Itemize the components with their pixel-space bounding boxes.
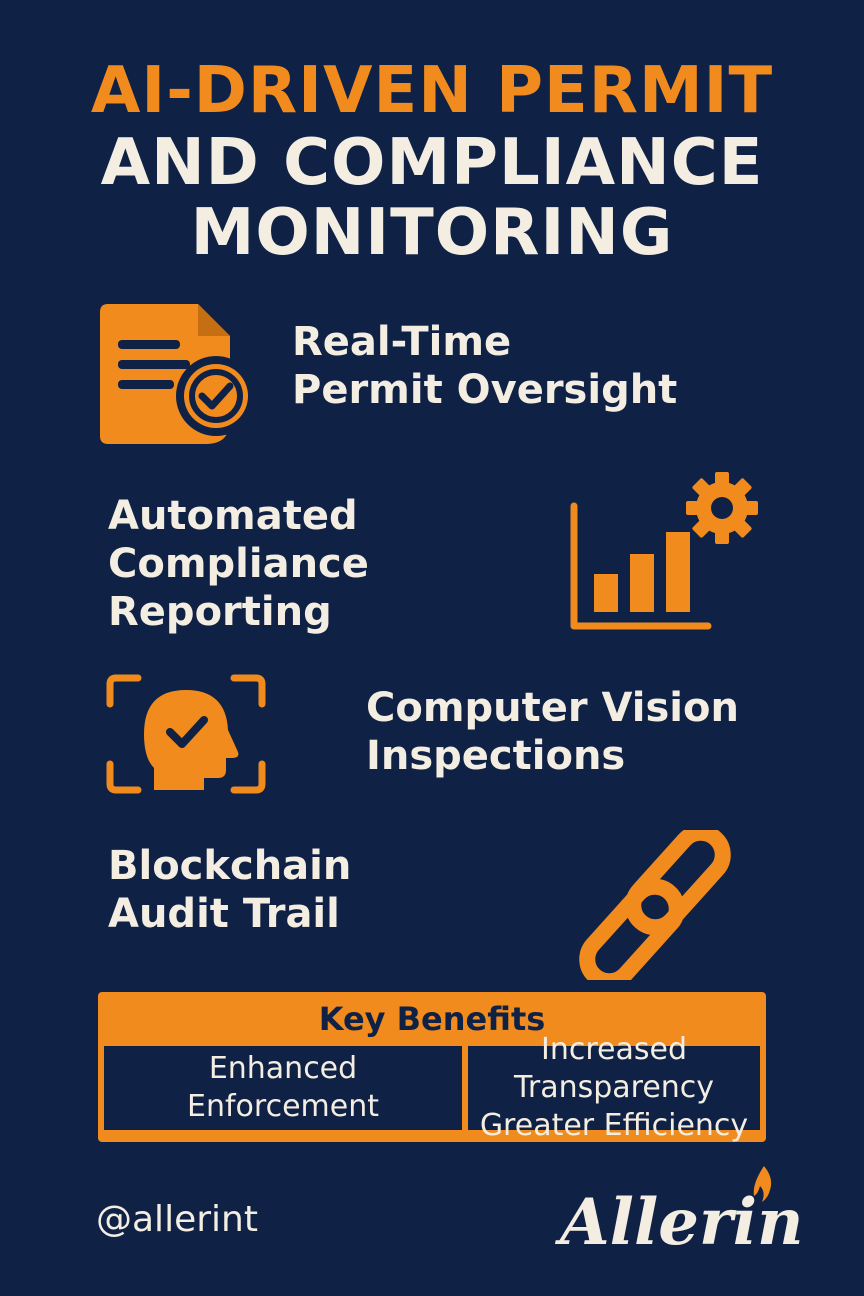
brand-logo: Allerin [560, 1185, 804, 1260]
benefit-transparency: Increased Transparency [513, 1032, 715, 1105]
feature-blockchain-audit: Blockchain Audit Trail [108, 842, 351, 938]
bar-chart-gear-icon [568, 470, 764, 632]
feature-realtime-line-2: Permit Oversight [292, 367, 678, 413]
key-benefits-panel: Key Benefits Enhanced Enforcement Increa… [98, 992, 766, 1143]
feature-vision-line-2: Inspections [366, 733, 626, 779]
benefit-efficiency: Greater Efficiency [479, 1108, 749, 1143]
benefit-cell-right: Increased Transparency Greater Efficienc… [468, 1032, 760, 1143]
feature-blockchain-line-2: Audit Trail [108, 891, 340, 937]
chain-link-icon [574, 830, 736, 980]
feature-computer-vision: Computer Vision Inspections [366, 684, 739, 780]
title-line-1: AI-DRIVEN PERMIT [90, 54, 774, 128]
title-line-3: MONITORING [190, 196, 674, 270]
feature-realtime-line-1: Real-Time [292, 319, 512, 365]
feature-realtime-oversight: Real-Time Permit Oversight [292, 318, 677, 414]
social-handle: @allerint [96, 1199, 258, 1240]
feature-automated-line-3: Reporting [108, 589, 332, 635]
benefit-enhanced: Enhanced [208, 1051, 358, 1086]
feature-blockchain-line-1: Blockchain [108, 843, 352, 889]
benefit-enforcement: Enforcement [187, 1089, 379, 1124]
title-line-2: AND COMPLIANCE [100, 126, 764, 200]
document-check-icon [98, 300, 258, 448]
flame-icon [752, 1164, 776, 1212]
feature-vision-line-1: Computer Vision [366, 685, 739, 731]
benefit-cell-left: Enhanced Enforcement [104, 1046, 462, 1130]
feature-automated-line-2: Compliance [108, 541, 369, 587]
head-scan-check-icon [104, 672, 270, 798]
feature-automated-reporting: Automated Compliance Reporting [108, 492, 369, 636]
feature-automated-line-1: Automated [108, 493, 358, 539]
key-benefits-title: Key Benefits [318, 1000, 546, 1038]
